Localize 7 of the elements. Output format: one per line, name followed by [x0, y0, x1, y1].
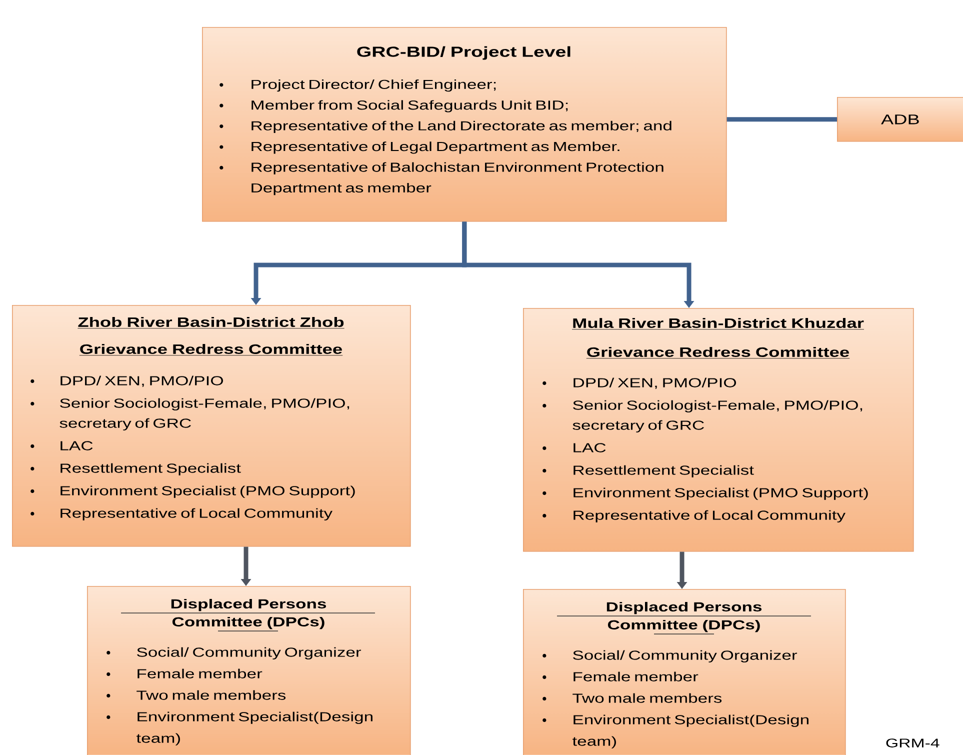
committee-box: Mula River Basin-District Khuzdar Grievance Redress Committee DPD/ XEN, PMO/PIO Senior Sociologist-Female, PMO/PIO, secretary of GRC LAC Resettlement Specialist Environment Specialist (PMO Support) Representative of Local Community [523, 308, 914, 552]
committee-box: GRC-BID/ Project Level Project Director/ Chief Engineer; Member from Social Safeguards Unit BID; Representative of the Land Directorate as member; and Representative of Legal Department as Member. Representative of Balochistan Environment Protection Department as member [202, 27, 727, 222]
committee-box: Displaced Persons Committee (DPCs) Social/ Community Organizer Female member Two male members Environment Specialist(Design team) [523, 589, 846, 755]
committee-box: Zhob River Basin-District Zhob Grievance Redress Committee DPD/ XEN, PMO/PIO Senior Sociologist-Female, PMO/PIO, secretary of GRC LAC Resettlement Specialist Environment Specialist (PMO Support) Representative of Local Community [12, 305, 411, 547]
organization-box: ADB [837, 97, 963, 142]
committee-box: Displaced Persons Committee (DPCs) Social/ Community Organizer Female member Two male members Environment Specialist(Design team) [87, 586, 411, 755]
figure-number: GRM-4 [886, 738, 940, 748]
